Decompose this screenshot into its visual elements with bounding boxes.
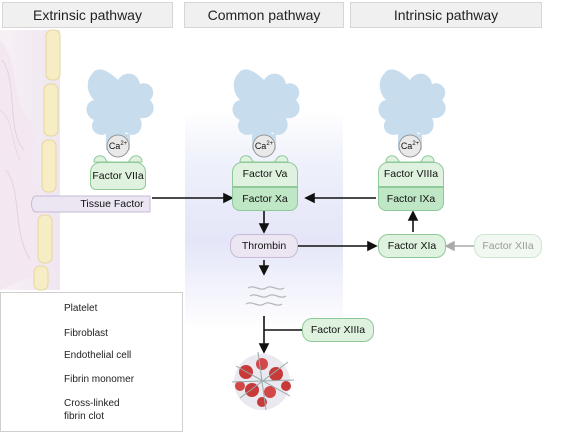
calcium-ion-common: [252, 134, 276, 158]
legend-fibrin-monomer: Fibrin monomer: [64, 374, 135, 385]
factor-viia-box: Factor VIIa: [90, 162, 146, 190]
legend-clot-line2: fibrin clot: [64, 411, 105, 422]
tissue-factor-label: Tissue Factor: [80, 197, 144, 210]
legend-clot-line1: Cross-linked: [64, 398, 120, 409]
calcium-label-extrinsic: Ca2+: [108, 141, 128, 151]
calcium-label-intrinsic: Ca2+: [400, 141, 420, 151]
header-extrinsic: Extrinsic pathway: [2, 2, 173, 28]
factor-xiia-box: Factor XIIa: [474, 234, 542, 258]
calcium-ion-extrinsic: [106, 134, 130, 158]
grey-arrow: [444, 240, 476, 252]
calcium-ion-intrinsic: [398, 134, 422, 158]
factor-ixa-box: Factor IXa: [378, 187, 444, 211]
legend-endothelial: Endothelial cell: [64, 350, 132, 361]
fibrin-monomer-graphic: [245, 286, 287, 306]
legend-platelet: Platelet: [64, 303, 98, 314]
fibrin-clot-graphic: [231, 351, 295, 411]
pathway-arrows: [152, 192, 419, 354]
factor-va-box: Factor Va: [232, 162, 298, 187]
factor-xiiia-box: Factor XIIIa: [302, 318, 374, 342]
tissue-factor-shape: [31, 195, 151, 213]
header-intrinsic: Intrinsic pathway: [350, 2, 542, 28]
thrombin-box: Thrombin: [230, 234, 298, 258]
calcium-label-common: Ca2+: [254, 141, 274, 151]
legend-fibroblast: Fibroblast: [64, 328, 108, 339]
factor-viiia-box: Factor VIIIa: [378, 162, 444, 187]
factor-xa-box: Factor Xa: [232, 187, 298, 211]
platelet-intrinsic: [378, 69, 446, 141]
header-common: Common pathway: [184, 2, 344, 28]
legend-box: [0, 292, 183, 432]
factor-xia-box: Factor XIa: [378, 234, 446, 258]
platelet-extrinsic: [86, 69, 154, 141]
platelet-common: [232, 69, 300, 141]
endothelial-cells: [33, 29, 61, 291]
